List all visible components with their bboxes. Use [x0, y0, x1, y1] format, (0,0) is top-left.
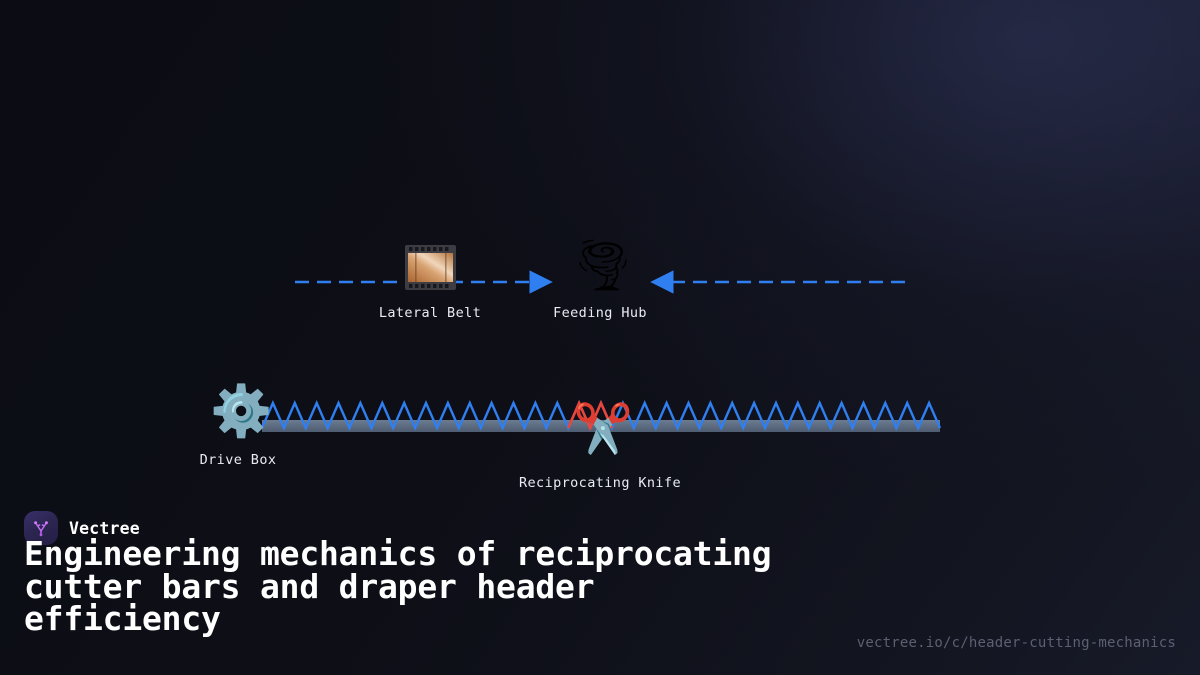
brand-name: Vectree — [69, 518, 140, 538]
footer: Vectree Engineering mechanics of recipro… — [0, 500, 1200, 675]
vectree-logo-icon — [24, 511, 58, 545]
label-feeding-hub: Feeding Hub — [553, 305, 647, 321]
cutter-bar-beam — [262, 420, 940, 432]
machine-diagram: 🌪 ⚙️ ✂️ Lateral Belt Feeding Hub Drive B… — [199, 236, 942, 491]
site-url: vectree.io/c/header-cutting-mechanics — [856, 635, 1176, 651]
gear-icon: ⚙️ — [210, 382, 273, 440]
tornado-icon: 🌪 — [571, 236, 635, 294]
brand-row: Vectree — [24, 511, 140, 545]
label-reciprocating-knife: Reciprocating Knife — [518, 475, 682, 491]
label-drive-box: Drive Box — [199, 452, 277, 468]
sawtooth-active-teeth — [567, 399, 614, 432]
film-frames-icon — [405, 245, 456, 290]
scissors-icon: ✂️ — [573, 401, 633, 457]
label-lateral-belt: Lateral Belt — [378, 305, 482, 321]
page-title: Engineering mechanics of reciprocating c… — [24, 534, 772, 638]
